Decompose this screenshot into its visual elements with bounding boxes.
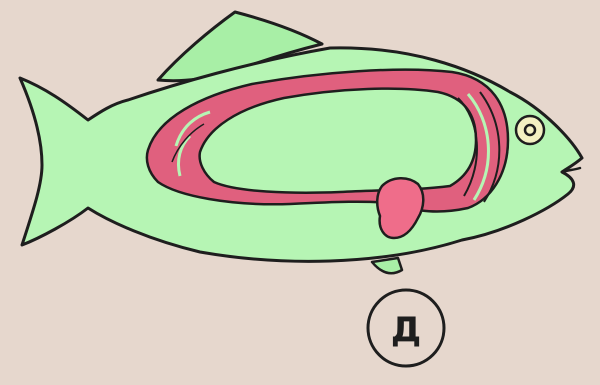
figure-label: Д [368,290,444,366]
eye-outer [516,116,544,144]
pelvic-fin [372,258,402,273]
figure-label-text: Д [391,310,421,350]
eye [516,116,544,144]
